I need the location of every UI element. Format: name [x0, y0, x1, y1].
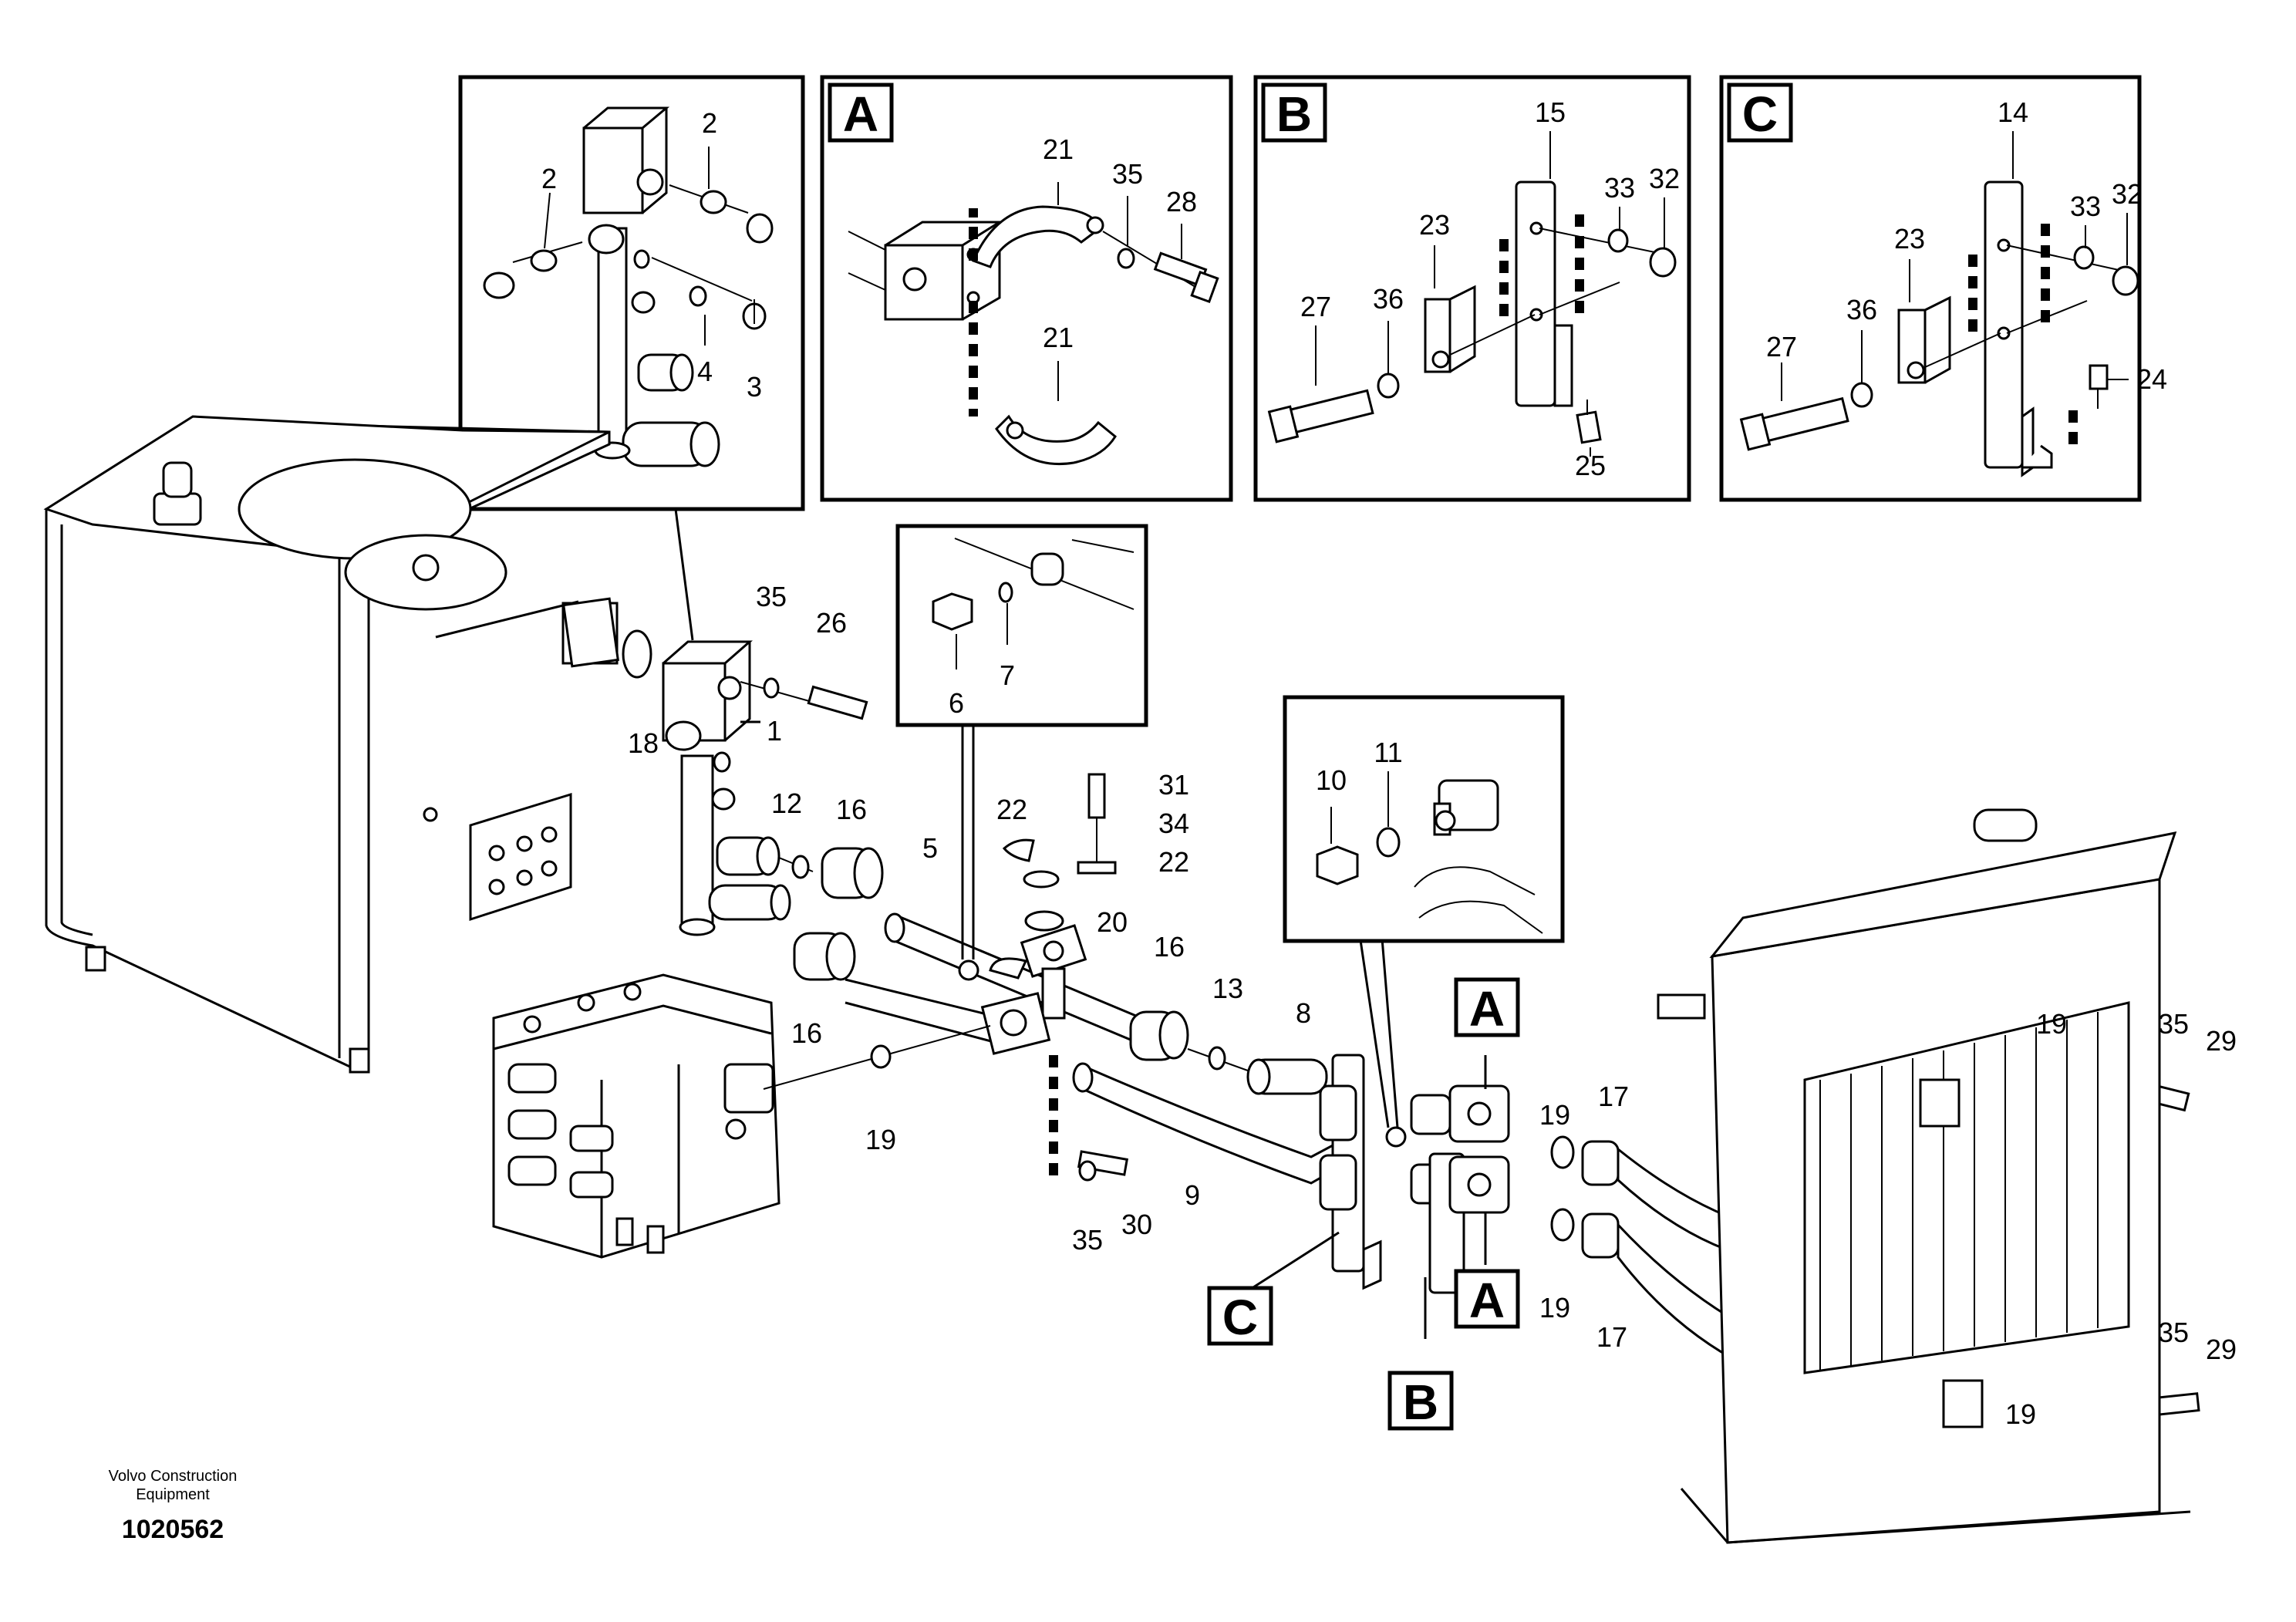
callout-4: 4: [697, 356, 713, 387]
callout-5: 5: [922, 832, 938, 864]
callout-7: 7: [1000, 659, 1015, 691]
callout-19: 19: [1539, 1292, 1570, 1324]
callout-8: 8: [1296, 997, 1311, 1029]
callout-21: 21: [1043, 322, 1074, 353]
callout-2: 2: [702, 107, 717, 139]
callout-14: 14: [1998, 96, 2028, 128]
callout-16: 16: [836, 794, 867, 825]
callout-36: 36: [1373, 283, 1404, 315]
callout-19: 19: [1539, 1099, 1570, 1131]
tag-letter-c: C: [1222, 1290, 1258, 1345]
callout-30: 30: [1121, 1209, 1152, 1240]
cooler-fins: [1819, 1012, 2099, 1370]
callout-20: 20: [1097, 906, 1128, 938]
document-number: 1020562: [122, 1515, 224, 1544]
callout-15: 15: [1535, 96, 1566, 128]
credit-line-2: Equipment: [136, 1486, 210, 1503]
callout-35: 35: [1112, 158, 1143, 190]
callout-27: 27: [1766, 331, 1797, 363]
callout-13: 13: [1212, 973, 1243, 1004]
hydraulic-tank: [43, 415, 619, 1074]
callout-28: 28: [1166, 186, 1197, 218]
callout-12: 12: [771, 787, 802, 819]
callout-17: 17: [1598, 1081, 1629, 1112]
callout-35: 35: [1072, 1224, 1103, 1256]
control-valve: [492, 973, 781, 1259]
detail-letters: A B C A A B C: [843, 86, 1778, 1430]
callout-34: 34: [1158, 808, 1189, 839]
callout-16: 16: [1154, 931, 1185, 963]
callout-3: 3: [747, 371, 762, 403]
callout-32: 32: [2112, 178, 2143, 210]
inset-nut-detail: [895, 524, 1148, 727]
callout-23: 23: [1894, 223, 1925, 255]
callout-19: 19: [865, 1124, 896, 1155]
inset-detail-a: [820, 75, 1233, 502]
callout-2: 2: [541, 163, 557, 194]
inset-sensor-detail: [1283, 695, 1565, 943]
callout-29: 29: [2206, 1025, 2237, 1057]
callout-32: 32: [1649, 163, 1680, 194]
callout-29: 29: [2206, 1334, 2237, 1365]
callout-22: 22: [1158, 846, 1189, 878]
detail-letter-c: C: [1742, 86, 1778, 142]
tag-letter-a-upper: A: [1469, 981, 1505, 1037]
callout-19: 19: [2005, 1398, 2036, 1430]
callout-16: 16: [791, 1017, 822, 1049]
callout-10: 10: [1316, 764, 1347, 796]
callout-31: 31: [1158, 769, 1189, 801]
callout-35: 35: [2158, 1317, 2189, 1348]
callout-numbers: 2 2 4 3 21 35 28 21 15 33 32 23 36 27 25…: [541, 96, 2237, 1430]
inset-detail-b: [1253, 75, 1691, 502]
callout-24: 24: [2136, 363, 2167, 395]
callout-36: 36: [1846, 294, 1877, 325]
inset-detail-c: [1719, 75, 2142, 502]
callout-35: 35: [2158, 1008, 2189, 1040]
credit-line-1: Volvo Construction: [109, 1468, 238, 1485]
callout-33: 33: [1604, 172, 1635, 204]
callout-6: 6: [949, 687, 964, 719]
callout-35: 35: [756, 581, 787, 612]
callout-33: 33: [2070, 191, 2101, 222]
callout-27: 27: [1300, 291, 1331, 322]
callout-11: 11: [1374, 737, 1402, 768]
tag-letter-a-lower: A: [1469, 1273, 1505, 1328]
detail-letter-a: A: [843, 86, 878, 142]
callout-9: 9: [1185, 1179, 1200, 1211]
callout-25: 25: [1575, 450, 1606, 481]
callout-1: 1: [767, 715, 782, 747]
oil-cooler: [1657, 808, 2191, 1544]
credit-block: Volvo Construction Equipment 1020562: [109, 1468, 238, 1544]
callout-17: 17: [1596, 1321, 1627, 1353]
callout-19: 19: [2036, 1008, 2067, 1040]
callout-21: 21: [1043, 133, 1074, 165]
callout-22: 22: [996, 794, 1027, 825]
callout-18: 18: [628, 727, 659, 759]
detail-tags-on-drawing: [1207, 977, 1520, 1431]
callout-26: 26: [816, 607, 847, 639]
tag-letter-b: B: [1403, 1374, 1438, 1430]
detail-letter-b: B: [1276, 86, 1312, 142]
callout-23: 23: [1419, 209, 1450, 241]
